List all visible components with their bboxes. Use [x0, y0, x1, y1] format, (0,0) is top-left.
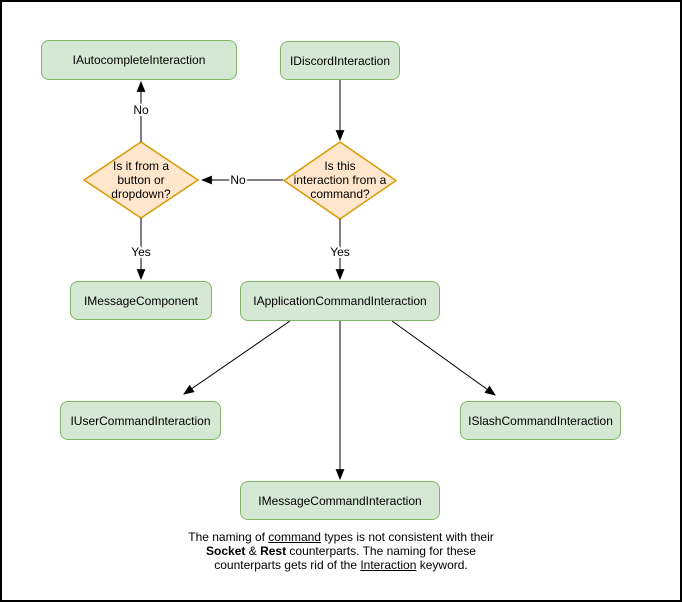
- node-application-command-interaction: IApplicationCommandInteraction: [240, 281, 440, 321]
- edge-application-to-user: [183, 320, 291, 395]
- node-autocomplete-interaction: IAutocompleteInteraction: [41, 40, 237, 80]
- node-message-component: IMessageComponent: [70, 281, 212, 320]
- naming-note-line1: The naming of command types is not consi…: [188, 530, 494, 544]
- decision-from-command-label: Is this interaction from a command?: [293, 159, 387, 201]
- edge-label-yes-left: Yes: [131, 245, 151, 259]
- edge-application-to-slash: [391, 320, 496, 396]
- naming-note-line3: counterparts gets rid of the Interaction…: [214, 558, 468, 572]
- node-slash-command-interaction: ISlashCommandInteraction: [460, 401, 621, 440]
- node-message-command-interaction: IMessageCommandInteraction: [240, 481, 440, 520]
- edge-label-no-middle: No: [230, 173, 246, 187]
- decision-button-dropdown-label: Is it from a button or dropdown?: [111, 159, 171, 201]
- edge-label-yes-center: Yes: [330, 245, 350, 259]
- node-user-command-interaction: IUserCommandInteraction: [60, 401, 221, 440]
- naming-note: The naming of command types is not consi…: [0, 530, 682, 572]
- edge-label-no-top: No: [133, 103, 149, 117]
- node-discord-interaction: IDiscordInteraction: [280, 41, 400, 80]
- naming-note-line2: Socket & Rest counterparts. The naming f…: [206, 544, 476, 558]
